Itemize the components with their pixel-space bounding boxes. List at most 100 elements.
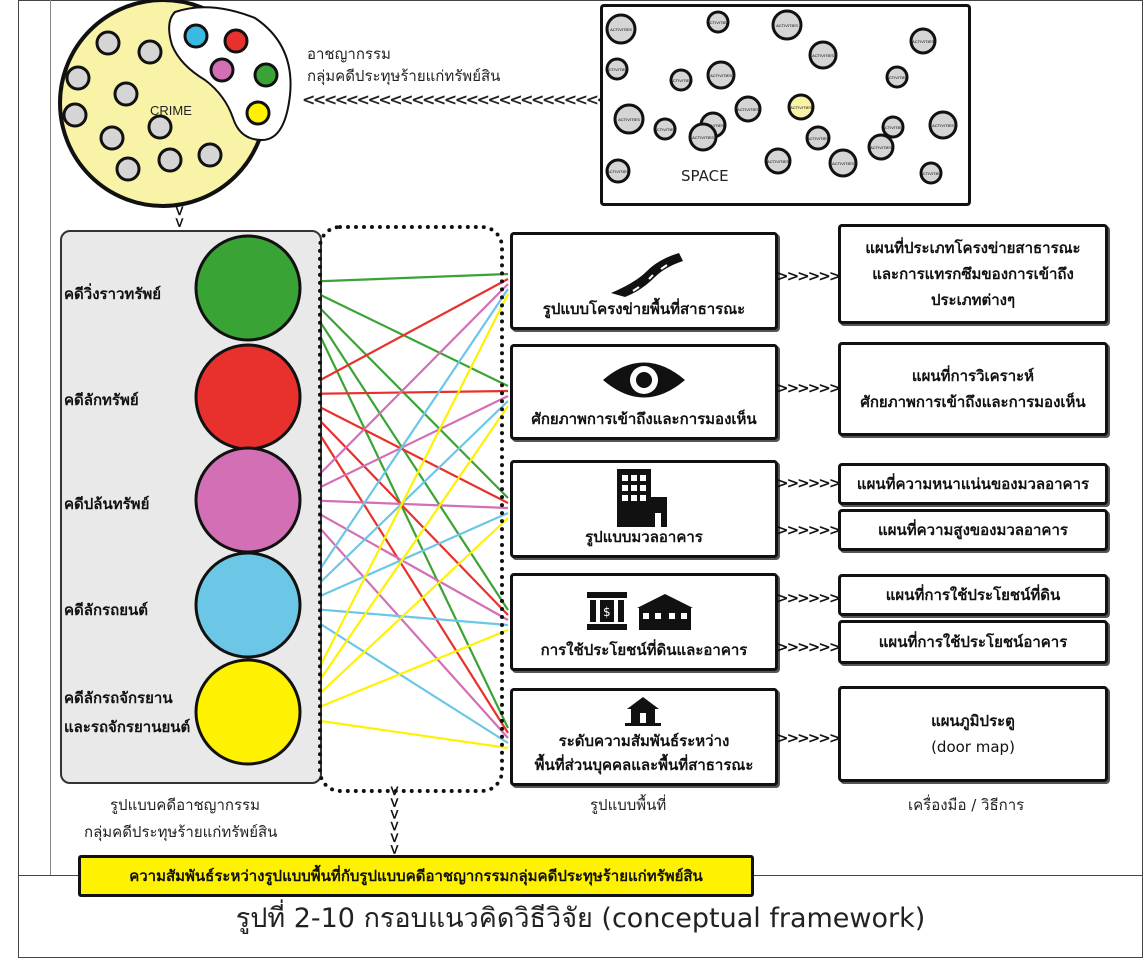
activity-label: ACTIVITIES (607, 169, 629, 174)
activity-circle (885, 65, 909, 89)
eye-icon (603, 362, 685, 398)
crime-type-2: คดีปล้นทรัพย์ (64, 495, 150, 513)
crime-column-label-line2: กลุ่มคดีประทุษร้ายแก่ทรัพย์สิน (84, 823, 278, 841)
activity-label: ACTIVITIES (606, 67, 628, 72)
tool-box-5: แผนที่การใช้ประโยชน์อาคาร (838, 620, 1108, 664)
pattern-label-1: ศักยภาพการเข้าถึงและการมองเห็น (531, 410, 757, 428)
activity-label: ACTIVITIES (670, 78, 692, 83)
tool-2-line1: แผนที่ความหนาแน่นของมวลอาคาร (856, 474, 1090, 493)
activity-label: ACTIVITIES (767, 159, 789, 164)
relation-banner: ความสัมพันธ์ระหว่างรูปแบบพื้นที่กับรูปแบ… (78, 855, 754, 897)
activity-circle (653, 117, 677, 141)
house-icon (625, 697, 661, 726)
activity-label: ACTIVITIES (710, 73, 732, 78)
activity-circle (706, 10, 730, 34)
connection-line (299, 395, 509, 498)
arrow-3: >>>>>> (776, 521, 841, 539)
space-label: SPACE (681, 167, 729, 185)
svg-text:$: $ (603, 605, 611, 619)
connection-line (299, 716, 509, 750)
crime-type-0: คดีวิ่งราวทรัพย์ (64, 285, 162, 303)
activity-circle (605, 13, 637, 45)
activity-label: ACTIVITIES (790, 105, 812, 110)
connection-line (299, 399, 509, 616)
tool-4-line1: แผนที่การใช้ประโยชน์ที่ดิน (885, 585, 1061, 604)
arrow-6: >>>>>> (776, 729, 841, 747)
activity-circle (605, 57, 629, 81)
pattern-box-3: $ การใช้ประโยชน์ที่ดินและอาคาร (510, 573, 778, 671)
tool-box-3: แผนที่ความสูงของมวลอาคาร (838, 509, 1108, 551)
activity-circle (909, 27, 937, 55)
crime-circle-diagram: CRIME (58, 0, 292, 208)
arrow-4: >>>>>> (776, 589, 841, 607)
tool-6-line2: (door map) (931, 738, 1015, 756)
tool-box-1: แผนที่การวิเคราะห์ ศักยภาพการเข้าถึงและก… (838, 342, 1108, 436)
crime-type-1: คดีลักทรัพย์ (64, 391, 139, 409)
activity-label: ACTIVITIES (702, 123, 724, 128)
tool-3-line1: แผนที่ความสูงของมวลอาคาร (878, 520, 1068, 539)
connection-line (299, 283, 509, 495)
activity-circle (613, 103, 645, 135)
relation-panel (318, 225, 504, 793)
connection-line (299, 628, 509, 717)
tool-0-line1: แผนที่ประเภทโครงข่ายสาธารณะ (865, 238, 1081, 257)
pattern-label-4-line1: ระดับความสัมพันธ์ระหว่าง (558, 732, 730, 750)
activity-label: ACTIVITIES (912, 39, 934, 44)
crime-type-4-line2: และรถจักรยานยนต์ (64, 718, 191, 736)
activity-circle (919, 161, 943, 185)
pattern-box-0: รูปแบบโครงข่ายพื้นที่สาธารณะ (510, 232, 778, 330)
down-arrow-2: >>>>>> (386, 785, 402, 856)
pattern-label-4-line2: พื้นที่ส่วนบุคคลและพื้นที่สาธารณะ (534, 756, 754, 774)
arrow-1: >>>>>> (776, 379, 841, 397)
activity-label: ACTIVITIES (932, 123, 954, 128)
crime-column-label-line1: รูปแบบคดีอาชญากรรม (110, 796, 260, 814)
tool-box-2: แผนที่ความหนาแน่นของมวลอาคาร (838, 463, 1108, 505)
activity-circle (764, 147, 792, 175)
crime-title-line1: อาชญากรรม (307, 45, 391, 63)
connection-line (299, 389, 509, 396)
activity-circle (706, 60, 736, 90)
figure-caption: รูปที่ 2-10 กรอบแนวคิดวิธีวิจัย (concept… (235, 902, 926, 934)
big-arrow: <<<<<<<<<<<<<<<<<<<<<<<<<<<<<<<<<<<< (302, 90, 697, 109)
connection-line (299, 278, 509, 392)
activity-circle (669, 68, 693, 92)
activity-label: ACTIVITIES (707, 20, 729, 25)
tool-5-line1: แผนที่การใช้ประโยชน์อาคาร (878, 632, 1068, 651)
tool-0-line2: และการแทรกซึมของการเข้าถึง (872, 264, 1074, 283)
activity-circle (605, 158, 631, 184)
activity-circle (805, 125, 831, 151)
connection-line (299, 288, 509, 600)
activity-label: ACTIVITIES (692, 135, 714, 140)
connection-line (299, 405, 509, 710)
building-icon (617, 469, 667, 527)
activity-label: ACTIVITIES (654, 127, 676, 132)
activity-label: ACTIVITIES (610, 27, 632, 32)
activity-label: ACTIVITIES (812, 53, 834, 58)
space-box: ACTIVITIES ACTIVITIES ACTIVITIES ACTIVITIES… (600, 4, 971, 206)
activity-label: ACTIVITIES (886, 75, 908, 80)
activities-diagram: ACTIVITIES ACTIVITIES ACTIVITIES ACTIVITIES… (605, 9, 958, 185)
activity-circle (734, 95, 762, 123)
activity-label: ACTIVITIES (737, 107, 759, 112)
activity-label: ACTIVITIES (807, 136, 829, 141)
tool-1-line1: แผนที่การวิเคราะห์ (911, 366, 1035, 385)
activity-circle (787, 93, 815, 121)
pattern-label-0: รูปแบบโครงข่ายพื้นที่สาธารณะ (542, 300, 746, 318)
connection-line (299, 293, 509, 729)
activity-label: ACTIVITIES (870, 145, 892, 150)
tool-0-line3: ประเภทต่างๆ (930, 291, 1016, 310)
connection-line (299, 505, 509, 739)
connection-line (299, 498, 509, 510)
pattern-box-4: ระดับความสัมพันธ์ระหว่าง พื้นที่ส่วนบุคค… (510, 688, 778, 786)
connection-line (299, 502, 509, 621)
tools-column-label: เครื่องมือ / วิธีการ (908, 796, 1025, 814)
connection-line (299, 272, 509, 284)
tool-box-0: แผนที่ประเภทโครงข่ายสาธารณะ และการแทรกซึ… (838, 224, 1108, 324)
tool-box-6: แผนภูมิประตู (door map) (838, 686, 1108, 782)
activity-circle (771, 9, 803, 41)
pattern-label-3: การใช้ประโยชน์ที่ดินและอาคาร (540, 641, 748, 659)
crime-type-3: คดีลักรถยนต์ (64, 601, 148, 619)
road-icon (611, 253, 683, 297)
